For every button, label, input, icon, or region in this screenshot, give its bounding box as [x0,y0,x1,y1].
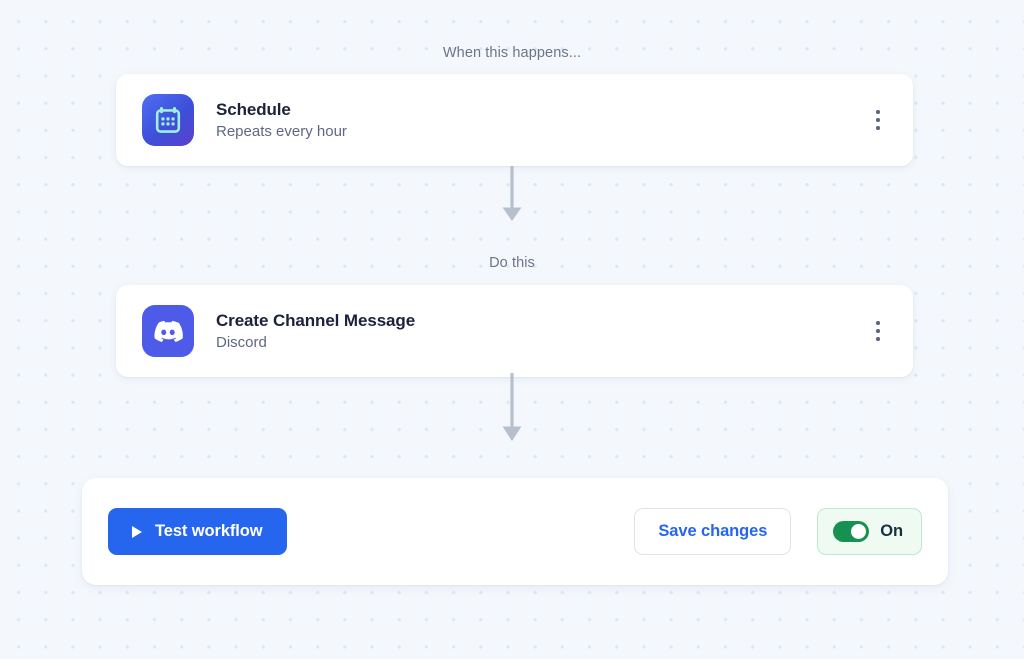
save-changes-button[interactable]: Save changes [634,508,792,555]
step-subtitle: Discord [216,334,267,351]
workflow-step-trigger[interactable]: Schedule Repeats every hour [116,74,913,166]
workflow-step-action[interactable]: Create Channel Message Discord [116,285,913,377]
connector-arrow-1 [0,166,1024,224]
test-workflow-label: Test workflow [155,522,263,540]
step-subtitle: Repeats every hour [216,123,347,140]
connector-arrow-2 [0,373,1024,443]
discord-icon [142,305,194,357]
play-icon [132,525,142,538]
step-text-group: Schedule Repeats every hour [216,100,347,140]
toggle-state-label: On [880,522,903,540]
action-bar-right-group: Save changes On [634,508,922,555]
kebab-menu-icon[interactable] [865,314,891,348]
step-title: Schedule [216,100,291,119]
calendar-icon [142,94,194,146]
test-workflow-button[interactable]: Test workflow [108,508,287,555]
workflow-action-bar: Test workflow Save changes On [82,478,948,585]
trigger-section-label: When this happens... [442,45,582,61]
step-title: Create Channel Message [216,311,416,330]
toggle-switch[interactable] [833,521,870,542]
step-text-group: Create Channel Message Discord [216,311,415,351]
kebab-menu-icon[interactable] [865,103,891,137]
action-section-label: Do this [489,255,535,271]
workflow-status-toggle[interactable]: On [817,508,922,555]
